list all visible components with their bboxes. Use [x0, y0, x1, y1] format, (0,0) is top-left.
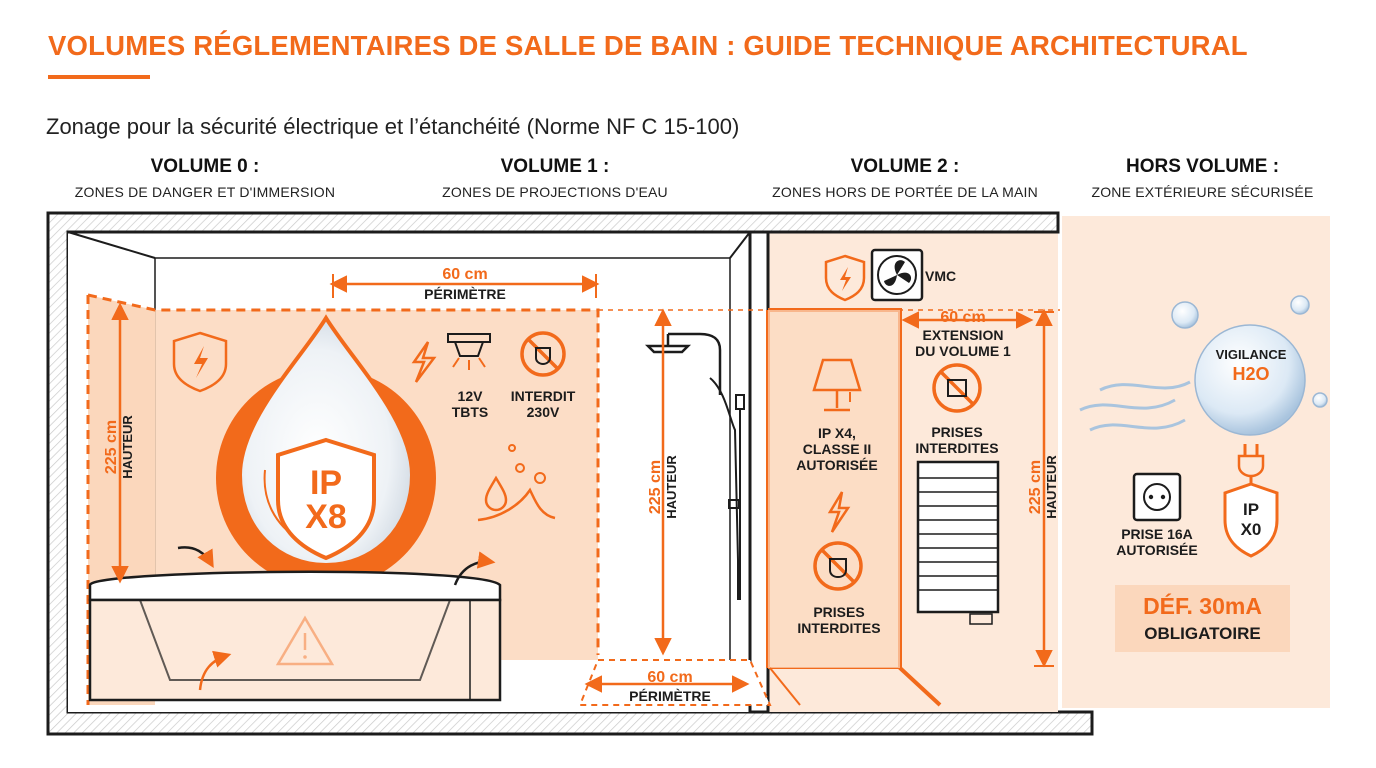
- volume-2-title: VOLUME 2 :: [850, 156, 960, 177]
- hors-volume-subtitle: ZONE EXTÉRIEURE SÉCURISÉE: [1091, 184, 1314, 200]
- prises-left-line1: PRISES: [813, 604, 865, 620]
- prise-line2: AUTORISÉE: [1116, 542, 1198, 558]
- towel-radiator-icon: [916, 460, 1000, 625]
- no-plug-icon-v1: [520, 331, 566, 377]
- def-line2: OBLIGATOIRE: [1144, 624, 1261, 643]
- volume-1-title: VOLUME 1 :: [500, 156, 610, 177]
- v1-height-value: 225 cm: [647, 459, 664, 515]
- water-bubble-icon: [1079, 295, 1328, 436]
- shield-lightning-icon-v0: [172, 331, 228, 393]
- v1-floor-perimeter-value: 60 cm: [647, 669, 693, 686]
- v2-height-label: HAUTEUR: [1044, 455, 1059, 519]
- title-underline: [48, 75, 150, 79]
- ipx0-shield-icon: [1223, 482, 1279, 558]
- ipx4-line3: AUTORISÉE: [796, 457, 878, 473]
- shield-lightning-icon-v2: [824, 254, 866, 302]
- interdit-line2: 230V: [526, 404, 560, 420]
- prises-right-line2: INTERDITES: [915, 440, 999, 456]
- plug-icon: [1237, 444, 1265, 484]
- v0-height-dimension: 225 cm HAUTEUR: [103, 397, 137, 497]
- vigilance-h2o-label: VIGILANCE H2O: [1196, 347, 1306, 385]
- differentiel-30ma-box: DÉF. 30mA OBLIGATOIRE: [1115, 585, 1290, 652]
- ceiling-spotlight-icon: [447, 333, 491, 370]
- no-plug-icon-v2-left: [813, 541, 863, 591]
- bathtub-body: [88, 598, 502, 702]
- hors-volume-title: HORS VOLUME :: [1125, 156, 1280, 177]
- extension-line2: DU VOLUME 1: [915, 343, 1011, 359]
- ipx8-shield-icon: [276, 437, 376, 561]
- lightning-icon: [411, 341, 437, 383]
- volume-1-subtitle: ZONES DE PROJECTIONS D'EAU: [442, 184, 668, 200]
- extension-label: EXTENSION DU VOLUME 1: [900, 327, 1026, 359]
- volume-0-title: VOLUME 0 :: [150, 156, 260, 177]
- v1-height-label: HAUTEUR: [664, 455, 679, 519]
- prise-line1: PRISE 16A: [1121, 526, 1193, 542]
- hors-volume-heading: HORS VOLUME : ZONE EXTÉRIEURE SÉCURISÉE: [1060, 156, 1345, 200]
- page-subtitle: Zonage pour la sécurité électrique et l’…: [46, 114, 740, 139]
- interdit-230v-label: INTERDIT 230V: [503, 388, 583, 420]
- bathtub-rim: [88, 570, 502, 602]
- volume-1-heading: VOLUME 1 : ZONES DE PROJECTIONS D'EAU: [405, 156, 705, 200]
- ipx4-line2: CLASSE II: [802, 441, 872, 457]
- volume-2-subtitle: ZONES HORS DE PORTÉE DE LA MAIN: [772, 184, 1038, 200]
- volume-2-heading: VOLUME 2 : ZONES HORS DE PORTÉE DE LA MA…: [755, 156, 1055, 200]
- v1-height-dimension: 225 cm HAUTEUR: [647, 437, 681, 537]
- ipx4-classe2-label: IP X4, CLASSE II AUTORISÉE: [783, 425, 891, 473]
- v1-top-perimeter-label: PÉRIMÈTRE: [424, 286, 506, 302]
- def-line1: DÉF. 30mA: [1143, 593, 1262, 619]
- extension-line1: EXTENSION: [922, 327, 1004, 343]
- volume-0-heading: VOLUME 0 : ZONES DE DANGER ET D'IMMERSIO…: [55, 156, 355, 200]
- extension-value: 60 cm: [940, 309, 986, 326]
- prise-16a-label: PRISE 16A AUTORISÉE: [1105, 526, 1209, 558]
- v1-top-perimeter-value: 60 cm: [442, 266, 488, 283]
- prises-right-line1: PRISES: [931, 424, 983, 440]
- v2-prises-interdites-left: PRISES INTERDITES: [783, 604, 895, 636]
- vigilance-line1: VIGILANCE: [1215, 347, 1287, 362]
- v2-height-dimension: 225 cm HAUTEUR: [1027, 437, 1061, 537]
- v2-prises-interdites-right: PRISES INTERDITES: [900, 424, 1014, 456]
- volume-0-subtitle: ZONES DE DANGER ET D'IMMERSION: [74, 184, 336, 200]
- v0-height-label: HAUTEUR: [120, 415, 135, 479]
- wall-socket-icon: [1132, 472, 1182, 522]
- vigilance-line2: H2O: [1232, 364, 1270, 384]
- tbts-label: 12V TBTS: [440, 388, 500, 420]
- vmc-label: VMC: [925, 268, 957, 284]
- vmc-fan-icon: [870, 248, 924, 302]
- prises-left-line2: INTERDITES: [797, 620, 881, 636]
- page-title: VOLUMES RÉGLEMENTAIRES DE SALLE DE BAIN …: [48, 30, 1248, 61]
- tbts-line2: TBTS: [451, 404, 489, 420]
- v0-height-value: 225 cm: [103, 419, 120, 475]
- water-splash-icon: [477, 444, 556, 522]
- no-plug-icon-v2-right: [932, 363, 982, 413]
- interdit-line1: INTERDIT: [510, 388, 576, 404]
- lightning-icon-v2: [827, 491, 851, 533]
- tbts-line1: 12V: [457, 388, 483, 404]
- v2-height-value: 225 cm: [1027, 459, 1044, 515]
- v1-floor-perimeter-label: PÉRIMÈTRE: [629, 688, 711, 704]
- ipx4-line1: IP X4,: [818, 425, 856, 441]
- lamp-icon: [812, 358, 862, 412]
- warning-triangle-icon: [275, 615, 335, 666]
